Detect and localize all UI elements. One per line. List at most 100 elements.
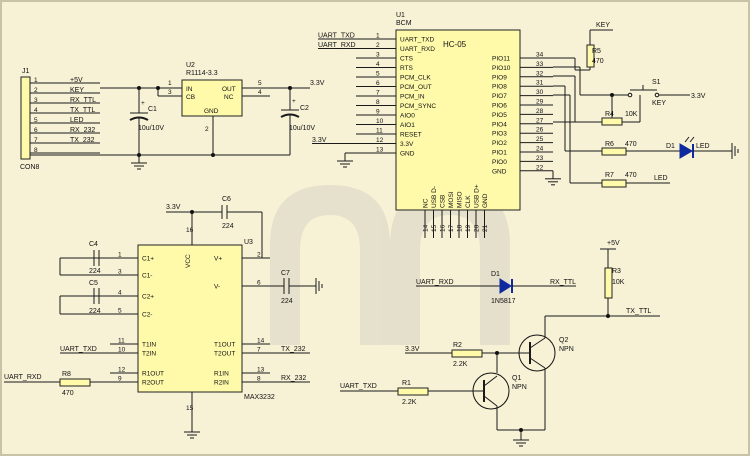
j1-net-label: LED [70,117,84,124]
u1-pin-num: 22 [536,164,544,171]
u1-pin-num: 1 [376,33,380,40]
r6-value: 470 [625,141,637,148]
j1-net-label: RX_TTL [70,97,96,104]
diode-d1: UART_RXD RX_TTL D1 1N5817 [416,271,576,305]
j1-net-label: TX_232 [70,137,95,144]
j1-pin-num: 5 [34,117,38,124]
u3-pin-label: C2+ [142,294,154,301]
j1-net-label: RX_232 [70,127,95,134]
switch-s1: S1 KEY 3.3V [627,79,706,107]
u1-pin-label: RTS [400,65,414,72]
j1-pin-num: 1 [34,77,38,84]
u1-pin-num: 27 [536,117,544,124]
u1-net-label: UART_RXD [318,42,356,49]
u3-pin-label: R1OUT [142,371,164,378]
r8-ref: R8 [62,371,71,378]
net-label-tx232-u3: TX_232 [281,346,306,353]
net-label-5v-r3: +5V [607,240,620,247]
u3-pin-num: 2 [257,252,261,259]
u1-pin-label: GND [482,193,489,208]
u1-pin-num: 3 [376,52,380,59]
j1-pin-num: 3 [34,97,38,104]
u1-pin-num: 18 [457,224,464,232]
u1-pin-label: PIO1 [492,150,507,157]
u1-pin-label: MOSI [448,191,455,208]
u1-pin-num: 24 [536,146,544,153]
j1-pin-num: 4 [34,107,38,114]
u1-pin-num: 6 [376,80,380,87]
u1-pin-label: PIO6 [492,103,507,110]
j1-net-label: TX_TTL [70,107,95,114]
c7-ref: C7 [281,270,290,277]
rs232-transceiver-u3: U3 MAX3232 VCC 16 15 1C1+3C1-4C2+5C2-11T… [110,212,275,439]
u1-pin-num: 25 [536,136,544,143]
u3-pin-label: T2OUT [214,351,235,358]
u3-pin-label: T2IN [142,351,156,358]
u1-pin-num: 8 [376,99,380,106]
u1-pin-num: 11 [376,128,383,135]
r5-ref: R5 [592,48,601,55]
u1-pin-label: PCM_SYNC [400,103,436,110]
u1-body [395,29,521,211]
svg-text:1: 1 [168,80,172,87]
led-d1-ref: D1 [666,143,675,150]
u3-pin-num: 11 [118,338,125,345]
net-label-3v3-s1: 3.3V [691,93,706,100]
svg-text:IN: IN [186,86,193,93]
svg-text:OUT: OUT [222,86,236,93]
u1-pin-label: PIO3 [492,131,507,138]
r4-ref: R4 [605,111,614,118]
resistor-r2 [451,349,483,358]
u1-pin-label: CTS [400,56,414,63]
j1-body [20,76,31,160]
u1-pin-label: PIO8 [492,84,507,91]
u1-pin-label: PIO7 [492,93,507,100]
c7-value: 224 [281,298,293,305]
u3-signal-nets: UART_TXD TX_232 RX_232 UART_RXD R8 470 [4,346,310,397]
r8-value: 470 [62,390,74,397]
u2-ref: U2 [186,62,195,69]
c2-value: 10u/10V [289,125,315,132]
u3-pin-num: 9 [118,376,122,383]
c4-ref: C4 [89,241,98,248]
u1-pin-label: PIO4 [492,121,507,128]
u1-pin-label: GND [400,151,415,158]
svg-text:CB: CB [186,94,195,101]
j1-pin-num: 8 [34,147,38,154]
u3-pin-label: C1- [142,273,152,280]
u1-pin-label: PCM_IN [400,94,425,101]
u3-pin-label: R2OUT [142,380,164,387]
resistor-r1 [397,387,429,396]
led-d1: D1 LED [666,136,739,159]
net-label-rx-ttl: RX_TTL [550,279,576,286]
net-label-tx-ttl: TX_TTL [626,308,651,315]
resistor-r6 [601,147,627,156]
ground-symbol [131,155,147,170]
u1-pin-num: 14 [423,224,430,232]
u3-pin-num: 14 [257,338,265,345]
u1-pin-label: PIO0 [492,159,507,166]
u1-net-label: 3.3V [312,137,327,144]
u1-pin-label: USB D- [431,186,438,208]
u1-pin-num: 21 [482,224,489,232]
u2-body [181,79,243,117]
u3-pin-label: R2IN [214,380,229,387]
u1-pin-label: GND [492,168,507,175]
svg-text:VCC: VCC [185,254,192,268]
svg-text:NC: NC [224,94,234,101]
j1-net-label: KEY [70,87,84,94]
u1-pin-num: 2 [376,42,380,49]
u3-pin-num: 7 [257,347,261,354]
u1-pin-num: 13 [376,147,384,154]
svg-text:4: 4 [258,89,262,96]
u3-body [137,244,243,393]
net-label-3v3-u3: 3.3V [166,204,181,211]
resistor-r7 [601,179,627,188]
svg-text:+: + [292,98,296,105]
j1-name: CON8 [20,164,40,171]
